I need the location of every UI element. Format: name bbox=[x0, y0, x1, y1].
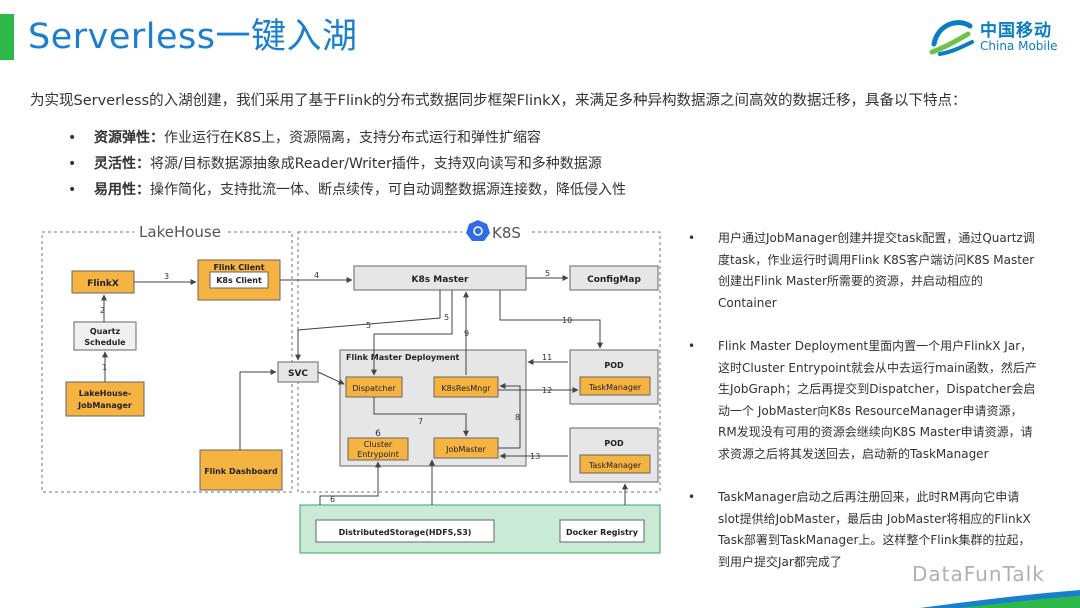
edge-svc-dispatcher bbox=[317, 371, 345, 385]
cluster-entrypoint-number: 6 bbox=[375, 429, 381, 439]
flinkx-label: FlinkX bbox=[87, 279, 119, 289]
edge-label-11: 11 bbox=[542, 353, 552, 362]
taskmanager-label-2: TaskManager bbox=[588, 461, 642, 470]
configmap-label: ConfigMap bbox=[587, 275, 641, 285]
edge-6 bbox=[319, 461, 381, 505]
edge-label-3: 3 bbox=[164, 272, 169, 281]
intro-text: 为实现Serverless的入湖创建，我们采用了基于Flink的分布式数据同步框… bbox=[30, 93, 967, 109]
cluster-entrypoint-line1: Cluster bbox=[364, 440, 393, 449]
edge-7 bbox=[373, 397, 469, 437]
note-text: Flink Master Deployment里面内置一个用户FlinkX Ja… bbox=[718, 339, 1037, 461]
svc-label: SVC bbox=[288, 369, 308, 379]
edge-5-svc bbox=[295, 290, 441, 361]
feature-item: • 资源弹性：作业运行在K8S上，资源隔离，支持分布式运行和弹性扩缩容 bbox=[68, 125, 626, 151]
jobmaster-label: JobMaster bbox=[445, 445, 486, 454]
note-item: • TaskManager启动之后再注册回来，此时RM再向它申请slot提供给J… bbox=[688, 487, 1038, 573]
quartz-schedule-box bbox=[73, 321, 137, 351]
flink-dashboard-label: Flink Dashboard bbox=[204, 467, 278, 476]
k8sresmngr-box bbox=[433, 376, 499, 398]
datafuntalk-watermark: DataFunTalk bbox=[912, 562, 1045, 586]
docker-registry-label: Docker Registry bbox=[566, 528, 639, 537]
feature-label: 灵活性： bbox=[94, 156, 150, 172]
edge-label-7: 7 bbox=[418, 417, 423, 426]
notes-list: • 用户通过JobManager创建并提交task配置，通过Quartz调度ta… bbox=[688, 228, 1038, 595]
edge-label-5b: 5 bbox=[366, 321, 371, 330]
note-item: • Flink Master Deployment里面内置一个用户FlinkX … bbox=[688, 336, 1038, 465]
edge-8 bbox=[498, 383, 521, 449]
lakehouse-jobmanager-line1: LakeHouse- bbox=[79, 389, 131, 398]
feature-text: 操作简化，支持批流一体、断点续传，可自动调整数据源连接数，降低侵入性 bbox=[150, 182, 626, 198]
bullet-icon: • bbox=[688, 490, 696, 504]
note-text: TaskManager启动之后再注册回来，此时RM再向它申请slot提供给Job… bbox=[718, 490, 1031, 569]
distributed-storage-box bbox=[315, 519, 495, 543]
edge-10 bbox=[499, 290, 603, 349]
kubernetes-icon bbox=[466, 220, 490, 241]
bullet-icon: • bbox=[68, 130, 77, 146]
lakehouse-label: LakeHouse bbox=[139, 223, 221, 241]
distributed-storage-label: DistributedStorage(HDFS,S3) bbox=[339, 528, 472, 537]
edge-label-1: 1 bbox=[102, 363, 107, 372]
lakehouse-jobmanager-box bbox=[65, 381, 145, 417]
title-accent-bar bbox=[0, 14, 14, 60]
edge-label-6: 6 bbox=[330, 495, 335, 504]
cluster-entrypoint-box bbox=[347, 437, 409, 461]
edge-dashboard-svc bbox=[239, 369, 277, 450]
dispatcher-label: Dispatcher bbox=[352, 384, 396, 393]
k8s-master-box bbox=[353, 265, 527, 291]
k8sresmngr-label: K8sResMngr bbox=[441, 384, 491, 393]
edge-label-12: 12 bbox=[542, 386, 552, 395]
k8s-label: K8S bbox=[492, 224, 521, 242]
flink-master-deployment-label: Flink Master Deployment bbox=[346, 353, 460, 362]
bullet-icon: • bbox=[68, 182, 77, 198]
pod-label-1: POD bbox=[604, 361, 624, 370]
architecture-diagram: LakeHouse K8S FlinkX Quartz Schedule Lak… bbox=[41, 220, 661, 554]
flink-dashboard-box bbox=[199, 449, 283, 491]
docker-registry-box bbox=[559, 519, 645, 543]
bullet-icon: • bbox=[68, 156, 77, 172]
k8s-client-label: K8s Client bbox=[216, 276, 262, 285]
cluster-entrypoint-line2: Entrypoint bbox=[357, 450, 399, 459]
pod-label-2: POD bbox=[604, 439, 624, 448]
edge-label-10: 10 bbox=[562, 316, 572, 325]
edge-label-2: 2 bbox=[100, 306, 105, 315]
edge-label-9: 9 bbox=[464, 329, 469, 338]
feature-label: 资源弹性： bbox=[94, 130, 164, 146]
taskmanager-label-1: TaskManager bbox=[588, 383, 642, 392]
logo-text-cn: 中国移动 bbox=[980, 21, 1052, 41]
bullet-icon: • bbox=[688, 231, 696, 245]
feature-text: 作业运行在K8S上，资源隔离，支持分布式运行和弹性扩缩容 bbox=[164, 130, 541, 146]
edge-label-13: 13 bbox=[530, 452, 540, 461]
feature-list: • 资源弹性：作业运行在K8S上，资源隔离，支持分布式运行和弹性扩缩容 • 灵活… bbox=[68, 125, 626, 203]
edge-label-5a: 5 bbox=[545, 269, 550, 278]
feature-item: • 灵活性：将源/目标数据源抽象成Reader/Writer插件，支持双向读写和… bbox=[68, 151, 626, 177]
k8s-master-label: K8s Master bbox=[412, 275, 470, 285]
configmap-box bbox=[569, 265, 659, 291]
edge-5-dispatcher bbox=[371, 290, 453, 376]
logo-text-en: China Mobile bbox=[980, 39, 1058, 53]
decorative-swoosh bbox=[920, 590, 1080, 608]
k8s-client-box bbox=[209, 271, 269, 289]
china-mobile-logo-icon bbox=[929, 20, 974, 56]
quartz-label-line2: Schedule bbox=[84, 338, 126, 347]
feature-item: • 易用性：操作简化，支持批流一体、断点续传，可自动调整数据源连接数，降低侵入性 bbox=[68, 177, 626, 203]
feature-label: 易用性： bbox=[94, 182, 150, 198]
bullet-icon: • bbox=[688, 339, 696, 353]
edge-label-4: 4 bbox=[314, 271, 319, 280]
note-text: 用户通过JobManager创建并提交task配置，通过Quartz调度task… bbox=[718, 231, 1035, 310]
lakehouse-jobmanager-line2: JobManager bbox=[77, 401, 132, 410]
flink-client-label: Flink Client bbox=[213, 263, 264, 272]
quartz-label-line1: Quartz bbox=[90, 327, 121, 336]
china-mobile-logo: 中国移动 China Mobile bbox=[928, 14, 1068, 60]
edge-label-8: 8 bbox=[515, 413, 520, 422]
taskmanager-box-2 bbox=[579, 454, 651, 474]
taskmanager-box-1 bbox=[579, 376, 651, 396]
page-title: Serverless一键入湖 bbox=[28, 17, 358, 57]
note-item: • 用户通过JobManager创建并提交task配置，通过Quartz调度ta… bbox=[688, 228, 1038, 314]
feature-text: 将源/目标数据源抽象成Reader/Writer插件，支持双向读写和多种数据源 bbox=[150, 156, 602, 172]
edge-label-5c: 5 bbox=[444, 313, 449, 322]
